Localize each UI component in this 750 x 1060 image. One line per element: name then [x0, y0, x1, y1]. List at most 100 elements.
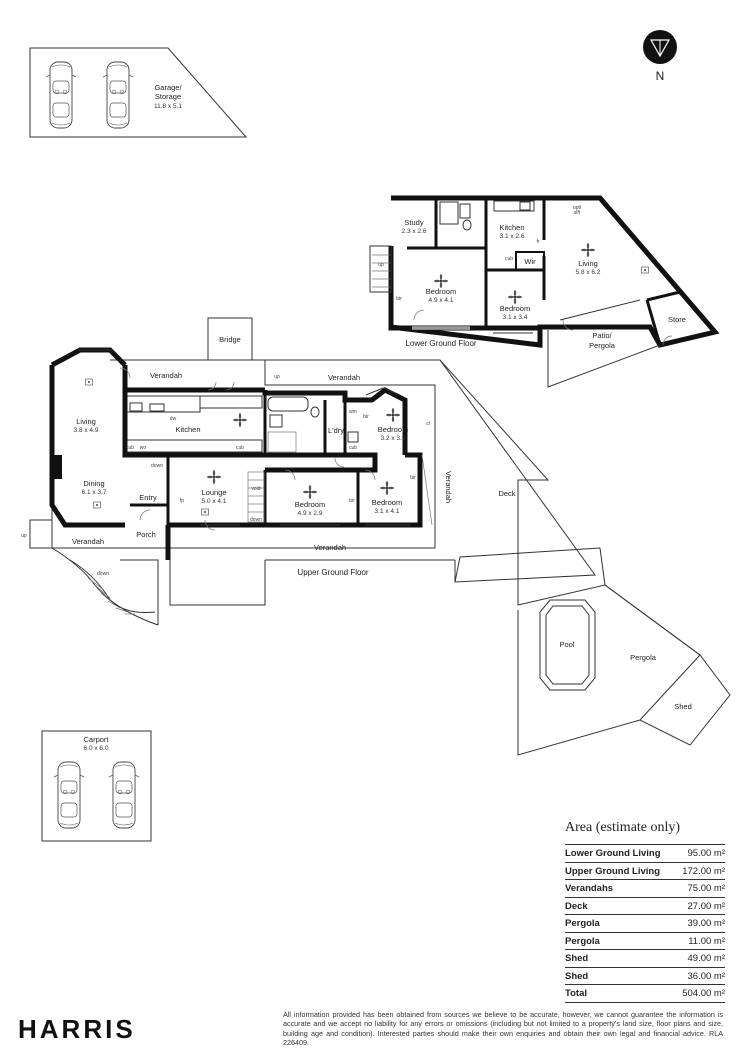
- ceiling-fan-icon: [303, 485, 317, 499]
- opt-label: optl: [573, 205, 581, 211]
- heater-icon: [85, 378, 93, 386]
- cub-label: cub: [349, 445, 357, 451]
- bedroom-upper2-label: Bedroom: [295, 500, 325, 509]
- lower-ground-floor: up Study 2.3 x 2.6 Kitchen 3.1 x 2.6 opt…: [369, 195, 720, 388]
- cl-label: cl: [426, 421, 430, 427]
- fr-label: fr: [536, 239, 539, 245]
- wo-label: wo: [140, 445, 147, 451]
- ceiling-fan-icon: [508, 290, 522, 304]
- living-lower-dims: 5.8 x 6.2: [576, 269, 601, 276]
- area-row-label: Pergola: [565, 935, 600, 947]
- bridge-label: Bridge: [219, 335, 241, 344]
- area-row-value: 75.00 m²: [687, 883, 726, 894]
- patio-label-1: Patio/: [592, 331, 612, 340]
- verandah-top-right-label: Verandah: [328, 373, 360, 382]
- entry-label: Entry: [139, 493, 157, 502]
- pergola-label: Pergola: [630, 653, 657, 662]
- dining-dims: 6.1 x 3.7: [82, 489, 107, 496]
- bir-label: bir: [349, 498, 355, 504]
- ceiling-fan-icon: [434, 274, 448, 288]
- cub-label: cub: [505, 256, 513, 262]
- pool-label: Pool: [559, 640, 574, 649]
- bedroom-upper1-label: Bedroom: [378, 425, 408, 434]
- bedroom-upper2-dims: 4.9 x 2.9: [298, 510, 323, 517]
- area-row-value: 39.00 m²: [687, 918, 726, 929]
- upper-ground-floor: Verandah Verandah up Living 3.8 x 4.9 Ki…: [21, 347, 453, 626]
- bridge: Bridge: [207, 317, 253, 361]
- wir-label: Wir: [524, 257, 536, 266]
- car-icon: [108, 761, 140, 829]
- bedroom-lower2-dims: 3.1 x 3.4: [503, 314, 528, 321]
- shed-label: Shed: [674, 702, 692, 711]
- ceiling-fan-icon: [233, 413, 247, 427]
- garage-label-2: Storage: [155, 92, 181, 101]
- study-dims: 2.3 x 2.6: [402, 228, 427, 235]
- bedroom-lower1-dims: 4.9 x 4.1: [429, 297, 454, 304]
- ceiling-fan-icon: [386, 408, 400, 422]
- kitchen-upper-label: Kitchen: [175, 425, 200, 434]
- bir-label: bir: [396, 296, 402, 302]
- area-table: Area (estimate only) Lower Ground Living…: [565, 820, 725, 1003]
- area-row-label: Pergola: [565, 918, 600, 929]
- kitchen-lower-label: Kitchen: [499, 223, 524, 232]
- verandah-top-left-label: Verandah: [150, 371, 182, 380]
- bedroom-upper1-dims: 3.2 x 3.2: [381, 435, 406, 442]
- area-title: Area (estimate only): [565, 820, 681, 835]
- area-row-label: Total: [565, 988, 587, 999]
- area-row-value: 172.00 m²: [682, 865, 725, 877]
- area-row-value: 504.00 m²: [682, 988, 725, 999]
- lounge-label: Lounge: [201, 488, 226, 497]
- area-row-label: Verandahs: [565, 883, 614, 894]
- bir-label: bir: [363, 414, 369, 420]
- cub-label: cub: [236, 445, 244, 451]
- verandah-right-label: Verandah: [444, 471, 453, 503]
- area-row: Shed 49.00 m²: [565, 949, 725, 967]
- verandah-bottom-left-label: Verandah: [72, 537, 104, 546]
- ldry-label: L'dry: [328, 426, 344, 435]
- garage: Garage/ Storage 11.8 x 5.1: [29, 47, 248, 138]
- area-row-label: Shed: [565, 953, 589, 964]
- ceiling-fan-icon: [581, 243, 595, 257]
- up-label: up: [21, 533, 27, 539]
- disclaimer: All information provided has been obtain…: [283, 1010, 723, 1048]
- bedroom-lower1-label: Bedroom: [426, 287, 456, 296]
- ceiling-fan-icon: [207, 470, 221, 484]
- slft-label: slft: [574, 210, 581, 216]
- bedroom-upper3-dims: 3.1 x 4.1: [375, 508, 400, 515]
- area-row: Pergola 39.00 m²: [565, 914, 725, 932]
- area-row-label: Shed: [565, 970, 589, 982]
- upper-floor-label: Upper Ground Floor: [297, 568, 368, 577]
- wm-label: wm: [349, 409, 357, 415]
- cub-label: cub: [126, 445, 134, 451]
- porch-label: Porch: [136, 530, 156, 539]
- living-upper-dims: 3.8 x 4.9: [74, 427, 99, 434]
- area-row-label: Deck: [565, 900, 588, 912]
- carport-label: Carport: [83, 735, 109, 744]
- ceiling-fan-icon: [380, 481, 394, 495]
- dining-label: Dining: [83, 479, 104, 488]
- store-label: Store: [668, 315, 686, 324]
- down-label: down: [97, 571, 109, 577]
- area-row-value: 49.00 m²: [687, 953, 726, 964]
- bir-label: bir: [410, 475, 416, 481]
- area-row-total: Total 504.00 m²: [565, 984, 725, 1003]
- fp-label: fp: [180, 498, 184, 504]
- up-label: up: [274, 374, 280, 380]
- carport-dims: 6.0 x 6.0: [84, 745, 109, 752]
- car-icon: [45, 61, 77, 129]
- dw-label: dw: [170, 416, 177, 422]
- garage-label-1: Garage/: [154, 83, 182, 92]
- car-icon: [102, 61, 134, 129]
- verandah-bottom-label: Verandah: [314, 543, 346, 552]
- brand-logo: HARRIS: [18, 1014, 136, 1044]
- site-outline: Deck Pool Pergola Shed: [120, 359, 731, 756]
- compass-label: N: [656, 69, 665, 83]
- bedroom-lower2-label: Bedroom: [500, 304, 530, 313]
- heater-icon: [201, 508, 209, 516]
